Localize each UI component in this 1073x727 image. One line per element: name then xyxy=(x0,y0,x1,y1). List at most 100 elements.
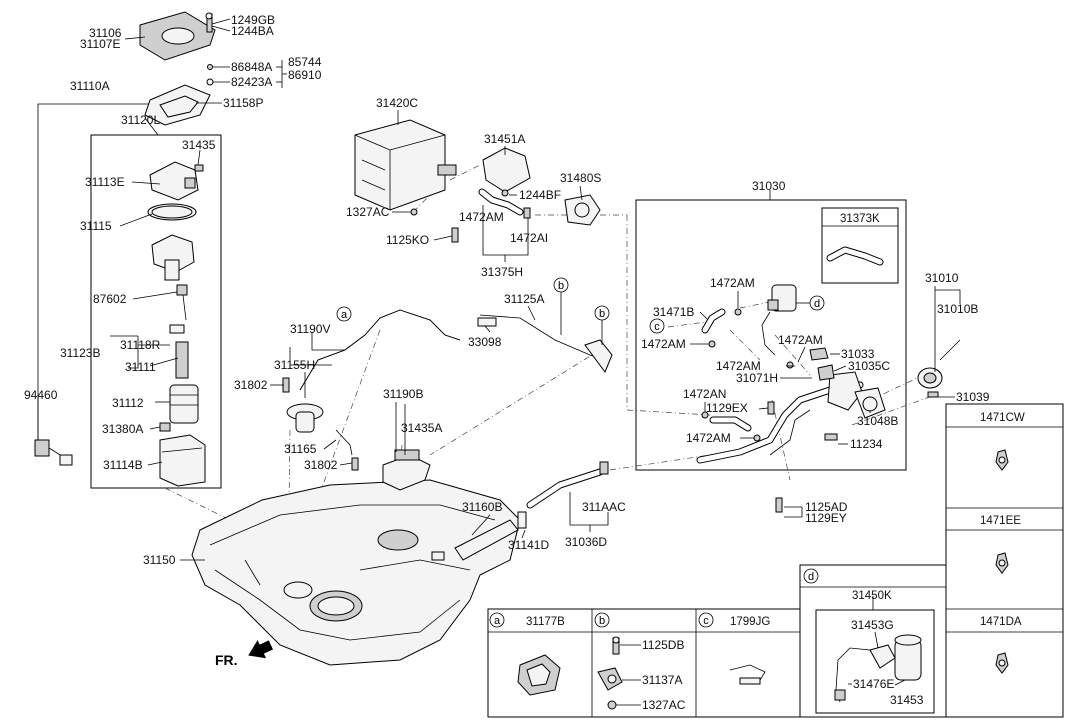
label-1327ac: 1327AC xyxy=(346,205,390,219)
label-31071h: 31071H xyxy=(736,371,778,385)
frames xyxy=(37,103,1064,718)
label-31036d: 31036D xyxy=(565,535,607,549)
label-87602: 87602 xyxy=(93,292,127,306)
panel-d-title: 31450K xyxy=(852,590,892,602)
frame-panel-d xyxy=(799,564,947,718)
callout-b-2: b xyxy=(599,308,605,320)
fr-arrow xyxy=(248,640,273,659)
label-31150: 31150 xyxy=(143,553,176,567)
panel-b-part-1: 1125DB xyxy=(642,638,684,652)
label-1125ko: 1125KO xyxy=(386,233,429,247)
fuel-tank xyxy=(191,479,521,666)
label-1244bf: 1244BF xyxy=(519,188,561,202)
label-1472am-c: 1472AM xyxy=(641,337,686,351)
frame-31373k xyxy=(821,207,899,284)
panel-c-title: 1799JG xyxy=(730,616,770,628)
leader-lines xyxy=(37,18,961,706)
label-31435: 31435 xyxy=(182,138,216,152)
label-1472an: 1472AN xyxy=(683,387,726,401)
label-31160b: 31160B xyxy=(462,500,502,514)
label-31120l: 31120L xyxy=(121,113,160,127)
label-31155h: 31155H xyxy=(274,358,315,372)
panel-c-letter: c xyxy=(703,615,709,627)
label-1129ex: 1129EX xyxy=(706,401,748,415)
panel-d-part-2: 31476E xyxy=(853,677,894,691)
label-31435a: 31435A xyxy=(401,421,442,435)
hoses xyxy=(282,309,613,561)
pump-module-parts xyxy=(34,11,216,487)
label-1249gb: 1249GB xyxy=(231,13,275,27)
fuel-cap xyxy=(917,339,961,398)
panel-a-title: 31177B xyxy=(526,616,565,628)
frame-31110a xyxy=(37,103,170,440)
callout-b: b xyxy=(558,280,564,292)
label-31802-b: 31802 xyxy=(304,458,338,472)
callout-c: c xyxy=(654,321,660,333)
label-31107e: 31107E xyxy=(80,37,120,51)
label-94460: 94460 xyxy=(24,388,58,402)
label-31480s: 31480S xyxy=(560,171,601,185)
label-1125ad: 1125AD xyxy=(805,500,848,514)
label-31110a: 31110A xyxy=(70,79,110,93)
panel-d-letter: d xyxy=(808,571,814,583)
label-31010: 31010 xyxy=(925,271,959,285)
callout-d: d xyxy=(814,298,820,310)
panel-d-part-3: 31453 xyxy=(890,693,924,707)
label-31030: 31030 xyxy=(752,179,786,193)
label-31125a: 31125A xyxy=(504,292,544,306)
label-31123b: 31123B xyxy=(60,346,100,360)
label-31158p: 31158P xyxy=(223,96,263,110)
label-31039: 31039 xyxy=(956,390,990,404)
label-31471b: 31471B xyxy=(653,305,694,319)
label-82423a: 82423A xyxy=(231,75,272,89)
label-31190v: 31190V xyxy=(290,322,330,336)
frame-side-boxes xyxy=(945,403,1064,718)
canister-assembly xyxy=(354,119,601,243)
frame-31030 xyxy=(635,199,907,471)
callout-circles: a b b c d a b c d xyxy=(336,277,825,628)
label-31114b: 31114B xyxy=(103,458,143,472)
label-31802-a: 31802 xyxy=(234,378,268,392)
panel-a-letter: a xyxy=(494,615,501,627)
label-31010b: 31010B xyxy=(937,302,978,316)
label-1244ba: 1244BA xyxy=(231,24,274,38)
label-31165: 31165 xyxy=(284,442,317,456)
label-11234: 11234 xyxy=(850,437,883,451)
label-31106: 31106 xyxy=(89,26,122,40)
filler-assembly xyxy=(696,246,886,513)
label-1472am-e: 1472AM xyxy=(716,359,761,373)
side-box-2-title: 1471EE xyxy=(980,515,1021,527)
side-box-3-title: 1471DA xyxy=(980,616,1022,628)
panel-b-part-3: 1327AC xyxy=(642,698,686,712)
label-31375h: 31375H xyxy=(481,265,523,279)
label-31035c: 31035C xyxy=(848,359,890,373)
label-31112: 31112 xyxy=(112,396,144,410)
label-31420c: 31420C xyxy=(376,96,418,110)
part-labels: 31106 31107E 1249GB 1244BA 86848A 85744 … xyxy=(24,13,990,668)
label-1129ey: 1129EY xyxy=(805,511,847,525)
label-fr: FR. xyxy=(215,652,238,668)
panel-titles: 31177B 1799JG 31450K 1125DB 31137A 1327A… xyxy=(526,412,1025,712)
label-31113e: 31113E xyxy=(85,175,125,189)
clip-icons xyxy=(995,449,1009,674)
label-31115: 31115 xyxy=(80,219,112,233)
label-31048b: 31048B xyxy=(857,414,898,428)
side-box-1-title: 1471CW xyxy=(980,412,1025,424)
label-33098: 33098 xyxy=(468,335,502,349)
label-1472am-f: 1472AM xyxy=(686,431,731,445)
label-31033: 31033 xyxy=(841,347,875,361)
label-31141d: 31141D xyxy=(508,538,549,552)
label-31373k: 31373K xyxy=(840,213,880,225)
panel-b-letter: b xyxy=(599,615,605,627)
label-1472am-b: 1472AM xyxy=(710,276,755,290)
label-85744: 85744 xyxy=(288,55,322,69)
label-31118r: 31118R xyxy=(120,338,161,352)
label-31111: 31111 xyxy=(125,360,156,374)
label-311aac: 311AAC xyxy=(582,500,626,514)
panel-d-part-1: 31453G xyxy=(851,618,894,632)
frame-31120l xyxy=(90,134,222,489)
label-1472am-d: 1472AM xyxy=(778,333,823,347)
label-86848a: 86848A xyxy=(231,60,272,74)
callout-a: a xyxy=(341,309,348,321)
